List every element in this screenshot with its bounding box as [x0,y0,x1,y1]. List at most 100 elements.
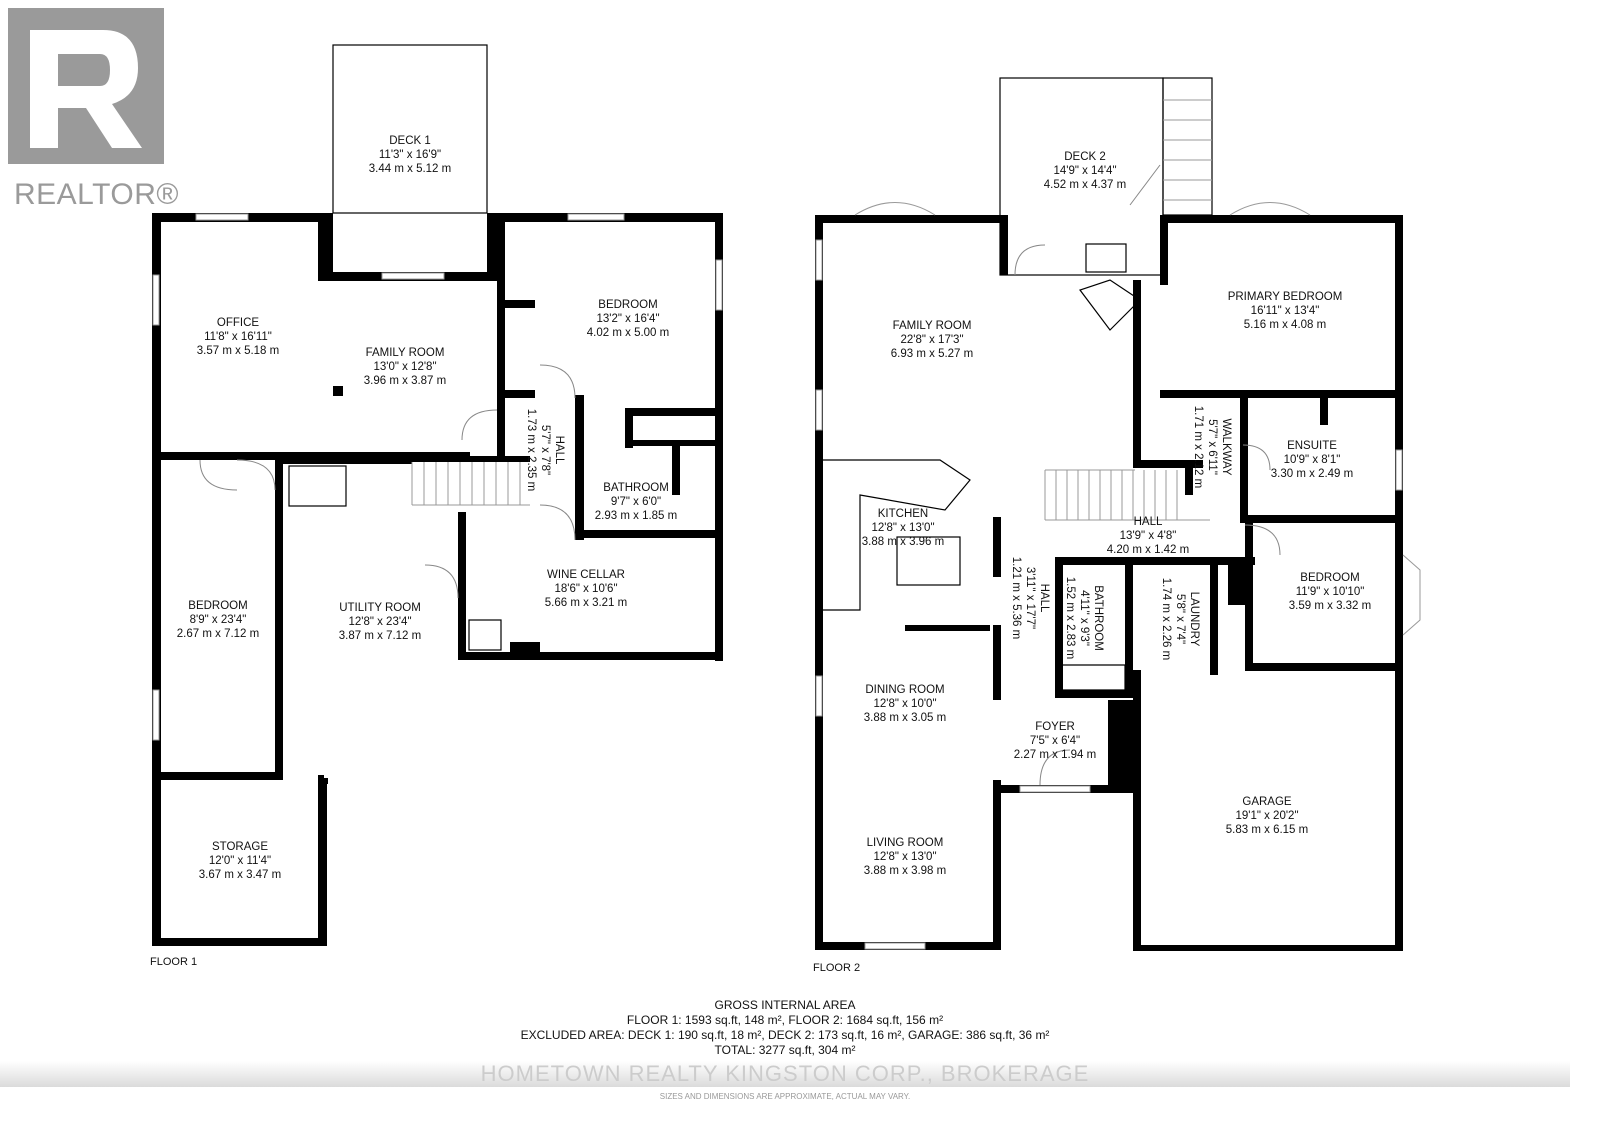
room-size-imperial: 8'9" x 23'4" [189,614,247,626]
room-name: DINING ROOM [865,684,945,696]
room-size-metric: 3.67 m x 3.47 m [198,869,282,881]
room-name: BATHROOM [603,482,669,494]
room-bedroom: BEDROOM 8'9" x 23'4" 2.67 m x 7.12 m [177,599,259,641]
room-size-imperial: 13'9" x 4'8" [1119,530,1177,542]
windows [152,213,1403,950]
room-size-metric: 2.93 m x 1.85 m [594,510,678,522]
room-deck-1: DECK 1 11'3" x 16'9" 3.44 m x 5.12 m [369,134,451,176]
room-hall: HALL 13'9" x 4'8" 4.20 m x 1.42 m [1107,515,1189,557]
room-size-imperial: 11'9" x 10'10" [1295,586,1365,598]
room-size-metric: 3.30 m x 2.49 m [1270,468,1354,480]
room-size-imperial: 14'9" x 14'4" [1053,165,1117,177]
room-name: FAMILY ROOM [365,347,445,359]
room-size-imperial: 7'5" x 6'4" [1029,735,1081,747]
room-family-room: FAMILY ROOM 13'0" x 12'8" 3.96 m x 3.87 m [364,346,446,388]
room-size-metric: 3.44 m x 5.12 m [368,163,452,175]
area-excluded: EXCLUDED AREA: DECK 1: 190 sq.ft, 18 m²,… [520,1028,1050,1042]
room-size-imperial: 12'0" x 11'4" [208,855,272,867]
room-size-imperial: 18'6" x 10'6" [554,583,618,595]
room-size-metric: 4.02 m x 5.00 m [586,327,670,339]
room-size-imperial: 22'8" x 17'3" [900,334,964,346]
room-kitchen: KITCHEN 12'8" x 13'0" 3.88 m x 3.96 m [862,507,944,549]
room-wine-cellar: WINE CELLAR 18'6" x 10'6" 5.66 m x 3.21 m [545,568,627,610]
room-name: LIVING ROOM [866,837,944,849]
room-size-imperial: 13'0" x 12'8" [373,361,437,373]
room-size-metric: 5.83 m x 6.15 m [1225,824,1309,836]
room-size-metric: 5.16 m x 4.08 m [1243,319,1327,331]
room-size-metric: 2.67 m x 7.12 m [176,628,260,640]
room-size-imperial: 16'11" x 13'4" [1250,305,1320,317]
room-name: WINE CELLAR [547,569,625,581]
room-bedroom: BEDROOM 13'2" x 16'4" 4.02 m x 5.00 m [587,298,669,340]
room-name: HALL [553,435,565,465]
room-dining-room: DINING ROOM 12'8" x 10'0" 3.88 m x 3.05 m [864,683,946,725]
room-size-metric: 3.59 m x 3.32 m [1288,600,1372,612]
room-size-imperial: 11'3" x 16'9" [378,149,442,161]
room-name: GARAGE [1242,796,1292,808]
room-size-metric: 4.20 m x 1.42 m [1106,544,1190,556]
room-size-metric: 6.93 m x 5.27 m [890,348,974,360]
room-name: BEDROOM [598,299,658,311]
bay-windows [854,202,1421,636]
room-size-imperial: 12'8" x 23'4" [348,616,412,628]
door-swings [199,164,1281,786]
room-bathroom: BATHROOM 9'7" x 6'0" 2.93 m x 1.85 m [595,481,677,523]
floor-2-label: FLOOR 2 [813,962,861,974]
area-summary: GROSS INTERNAL AREA FLOOR 1: 1593 sq.ft,… [0,998,1570,1058]
room-name: FOYER [1035,721,1075,733]
room-size-imperial: 5'8" x 7'4" [1174,593,1186,645]
room-name: STORAGE [211,841,269,853]
realtor-r-icon [8,8,164,164]
room-foyer: FOYER 7'5" x 6'4" 2.27 m x 1.94 m [1014,720,1096,762]
room-size-imperial: 19'1" x 20'2" [1235,810,1299,822]
room-name: UTILITY ROOM [339,602,421,614]
area-total: TOTAL: 3277 sq.ft, 304 m² [714,1043,856,1057]
room-size-metric: 5.66 m x 3.21 m [544,597,628,609]
brokerage-watermark: HOMETOWN REALTY KINGSTON CORP., BROKERAG… [0,1061,1570,1087]
realtor-logo: REALTOR® [8,8,186,214]
outlines [288,44,1213,691]
room-size-metric: 2.27 m x 1.94 m [1013,749,1097,761]
room-size-imperial: 12'8" x 10'0" [873,698,937,710]
room-size-metric: 1.52 m x 2.83 m [1064,576,1076,660]
room-name: BEDROOM [1300,572,1360,584]
room-size-imperial: 3'11" x 17'7" [1024,566,1036,630]
room-size-metric: 3.88 m x 3.96 m [861,536,945,548]
room-bedroom: BEDROOM 11'9" x 10'10" 3.59 m x 3.32 m [1289,571,1371,613]
stairs [411,99,1212,521]
room-size-imperial: 12'8" x 13'0" [871,522,935,534]
room-name: BATHROOM [1092,585,1104,651]
room-name: KITCHEN [877,508,929,520]
room-name: LAUNDRY [1188,591,1200,647]
area-floors: FLOOR 1: 1593 sq.ft, 148 m², FLOOR 2: 16… [626,1013,944,1027]
room-size-metric: 4.52 m x 4.37 m [1043,179,1127,191]
room-size-imperial: 9'7" x 6'0" [610,496,662,508]
room-size-imperial: 11'8" x 16'11" [204,331,272,343]
room-size-imperial: 5'7" x 7'8" [539,424,551,476]
room-size-imperial: 10'9" x 8'1" [1283,454,1341,466]
room-name: BEDROOM [188,600,248,612]
room-size-metric: 3.96 m x 3.87 m [363,375,447,387]
room-garage: GARAGE 19'1" x 20'2" 5.83 m x 6.15 m [1226,795,1308,837]
room-name: HALL [1133,516,1163,528]
room-size-metric: 3.57 m x 5.18 m [196,345,280,357]
room-size-imperial: 4'11" x 9'3" [1078,590,1090,646]
room-size-imperial: 13'2" x 16'4" [596,313,660,325]
room-name: FAMILY ROOM [892,320,972,332]
room-storage: STORAGE 12'0" x 11'4" 3.67 m x 3.47 m [199,840,281,882]
room-name: DECK 1 [389,135,431,147]
room-size-metric: 1.21 m x 5.36 m [1010,556,1022,640]
room-size-metric: 1.74 m x 2.26 m [1160,577,1172,661]
area-title: GROSS INTERNAL AREA [714,998,856,1012]
room-size-metric: 3.88 m x 3.05 m [863,712,947,724]
